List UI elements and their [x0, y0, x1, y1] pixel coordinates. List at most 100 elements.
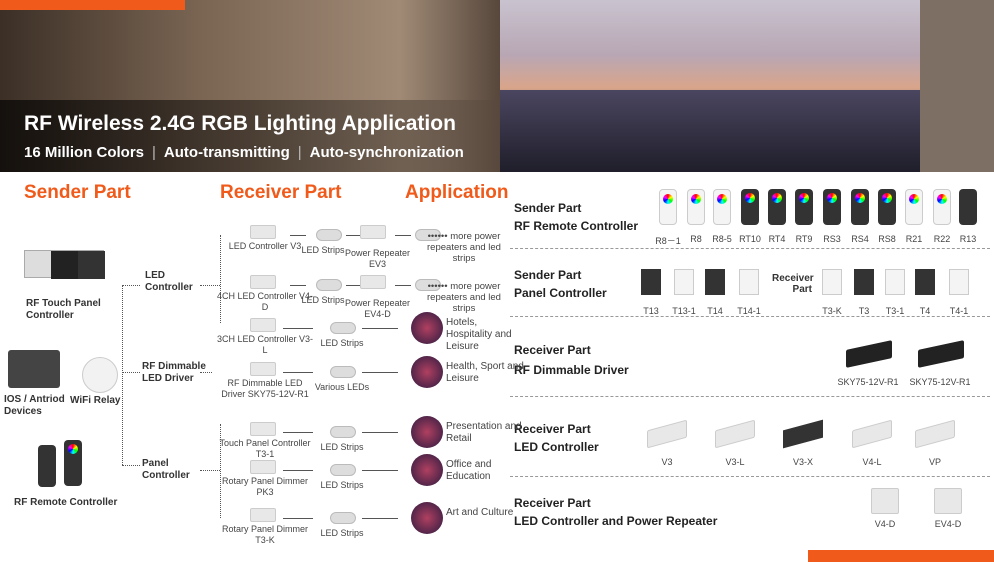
color-wheel-icon	[882, 193, 892, 203]
remote-model-label: R13	[959, 234, 977, 244]
connector	[122, 372, 140, 373]
title-shade	[0, 100, 500, 172]
receiver-part-label: Receiver Part	[772, 273, 814, 295]
section-title: Panel Controller	[514, 286, 607, 300]
tree-connector	[122, 285, 123, 465]
heading-receiver: Receiver Part	[220, 182, 342, 203]
more-repeaters-label: •••••• more power repeaters and led stri…	[427, 281, 501, 314]
connector-line	[283, 328, 313, 329]
receiver-device-image	[250, 422, 276, 436]
panel-image	[822, 269, 842, 295]
remote-model-label: R8-5	[712, 234, 732, 244]
city-skyline-photo	[500, 90, 920, 172]
color-wheel-icon	[937, 194, 947, 204]
driver-model-label: SKY75-12V-R1	[909, 377, 971, 387]
color-wheel-icon	[855, 193, 865, 203]
receiver-device-image	[250, 362, 276, 376]
connector-line	[362, 470, 398, 471]
panel-model-label: T13-1	[672, 306, 696, 316]
connector-line	[395, 235, 411, 236]
panel-model-label: T4-1	[949, 306, 969, 316]
panel-model-label: T3-1	[885, 306, 905, 316]
connector	[122, 285, 140, 286]
section-sub: Sender Part	[514, 268, 582, 282]
connector	[220, 235, 221, 323]
connector-line	[283, 372, 313, 373]
led-strip-image	[330, 426, 356, 438]
panel-model-label: T3-K	[822, 306, 842, 316]
application-label: Presentation and Retail	[446, 421, 522, 444]
branch-led-controller: LED Controller	[145, 270, 193, 293]
section-sub: Receiver Part	[514, 496, 591, 510]
wifi-relay-image	[82, 357, 118, 393]
color-wheel-icon	[909, 194, 919, 204]
strip-label: LED Strips	[320, 528, 364, 538]
receiver-device-image	[250, 508, 276, 522]
repeater-image	[871, 488, 899, 514]
power-repeater-image	[360, 275, 386, 289]
connector-line	[362, 372, 398, 373]
branch-panel-controller: Panel Controller	[142, 458, 190, 481]
touch-panel-image	[24, 250, 105, 279]
led-strip-image	[316, 229, 342, 241]
controller-model-label: V3-X	[792, 457, 813, 467]
section-sub: Receiver Part	[514, 422, 591, 436]
receiver-device-image	[250, 275, 276, 289]
remote-image	[659, 189, 677, 225]
color-wheel-icon	[691, 194, 701, 204]
panel-image	[739, 269, 759, 295]
banner-title: RF Wireless 2.4G RGB Lighting Applicatio…	[24, 112, 456, 135]
divider	[510, 248, 990, 249]
repeater-image	[934, 488, 962, 514]
devices-label: IOS / Antriod Devices	[4, 394, 65, 417]
strip-label: Various LEDs	[314, 382, 370, 392]
accent-bar-bottom	[808, 550, 994, 562]
connector-line	[346, 285, 360, 286]
driver-image	[846, 340, 892, 368]
controller-image	[647, 419, 687, 449]
remote-image	[905, 189, 923, 225]
remote-model-label: RT4	[768, 234, 786, 244]
application-image	[411, 356, 443, 388]
connector	[200, 372, 212, 373]
power-repeater-label: Power Repeater EV4-D	[344, 298, 411, 319]
application-label: Health, Sport and Leisure	[446, 361, 524, 384]
receiver-device-label: 4CH LED Controller V4-D	[216, 291, 314, 312]
receiver-device-label: Rotary Panel Dimmer T3-K	[221, 524, 309, 545]
repeater-model-label: V4-D	[874, 519, 896, 529]
section-title: LED Controller	[514, 440, 599, 454]
section-sub: Sender Part	[514, 201, 582, 215]
branch-dimmable-driver: RF Dimmable LED Driver	[142, 361, 206, 384]
panel-image	[885, 269, 905, 295]
banner-features: 16 Million Colors|Auto-transmitting|Auto…	[24, 144, 464, 161]
feature: Auto-synchronization	[309, 144, 464, 161]
remote-model-label: R22	[933, 234, 951, 244]
remote-image	[851, 189, 869, 225]
color-wheel-icon	[772, 193, 782, 203]
receiver-device-label: RF Dimmable LED Driver SKY75-12V-R1	[221, 378, 309, 399]
receiver-device-image	[250, 318, 276, 332]
led-strip-image	[330, 366, 356, 378]
led-strip-image	[316, 279, 342, 291]
remote-label: RF Remote Controller	[14, 497, 118, 508]
strip-label: LED Strips	[301, 295, 345, 305]
controller-model-label: V4-L	[862, 457, 882, 467]
remote-model-label: RS3	[823, 234, 841, 244]
panel-image	[674, 269, 694, 295]
connector-line	[346, 235, 360, 236]
connector-line	[283, 518, 313, 519]
remote-model-label: RS4	[851, 234, 869, 244]
application-image	[411, 312, 443, 344]
remote-image	[741, 189, 759, 225]
receiver-device-label: Rotary Panel Dimmer PK3	[221, 476, 309, 497]
led-strip-image	[330, 322, 356, 334]
panel-model-label: T14-1	[737, 306, 761, 316]
panel-model-label: T4	[919, 306, 931, 316]
panel-image	[705, 269, 725, 295]
controller-image	[915, 419, 955, 449]
remote-model-label: R8－1	[655, 236, 681, 246]
led-strip-image	[415, 229, 441, 241]
connector-line	[362, 328, 398, 329]
panel-model-label: T14	[707, 306, 723, 316]
connector-line	[362, 518, 398, 519]
